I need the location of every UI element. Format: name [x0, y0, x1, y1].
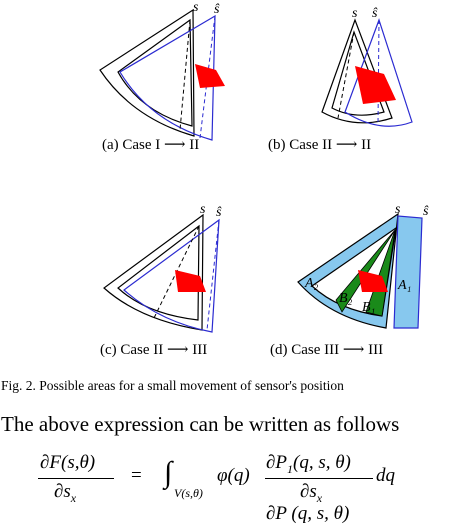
eq-dq: dq	[376, 465, 395, 486]
sensor-label-a-s: s	[193, 0, 199, 15]
eq-phi: φ(q)	[217, 465, 250, 486]
sensor-label-a-shat: ŝ	[214, 2, 220, 17]
figure-caption: Fig. 2. Possible areas for a small movem…	[1, 378, 344, 393]
subfigure-c-graphic	[103, 213, 220, 333]
region-label-b1: B₁	[362, 300, 375, 315]
eq-lhs-fraction-bar	[38, 478, 114, 479]
eq-lhs-denominator: ∂s	[54, 481, 71, 502]
region-label-a2: A₂	[304, 276, 319, 291]
eq-rhs-numerator-sub: 1	[287, 461, 293, 476]
subfigure-b-caption: (b) Case II ⟶ II	[268, 137, 372, 153]
subfigure-b-graphic	[321, 18, 413, 127]
subfigure-a-caption: (a) Case I ⟶ II	[102, 137, 200, 153]
eq-lhs-numerator: ∂F(s,θ)	[40, 452, 96, 473]
eq-next-line: ∂P (q, s, θ)	[266, 503, 350, 524]
subfigure-a-graphic	[99, 8, 225, 141]
eq-integral: ∫	[164, 456, 173, 489]
region-label-b2: B₂	[339, 291, 353, 306]
eq-integral-domain: V(s,θ)	[174, 486, 203, 500]
sensor-label-b-shat: ŝ	[372, 6, 378, 21]
subfigure-d-graphic	[297, 212, 423, 329]
eq-rhs-numerator: ∂P	[266, 452, 287, 473]
eq-equals: =	[131, 465, 142, 486]
sensor-label-b-s: s	[352, 6, 358, 21]
region-label-a1: A₁	[397, 278, 411, 293]
subfigure-d-caption: (d) Case III ⟶ III	[270, 342, 384, 358]
body-paragraph: The above expression can be written as f…	[1, 412, 400, 436]
eq-lhs-denominator-sub: x	[70, 490, 77, 505]
eq-rhs-denominator-sub: x	[316, 490, 323, 505]
sensor-label-d-shat: ŝ	[423, 204, 429, 219]
figure-graphic: s ŝ s ŝ s ŝ s ŝ A₂ B₂ B₁ A₁	[99, 0, 429, 333]
subfigure-c-caption: (c) Case II ⟶ III	[100, 342, 208, 358]
sensor-label-c-s: s	[200, 202, 206, 217]
sensor-label-d-s: s	[395, 202, 401, 217]
eq-rhs-denominator: ∂s	[300, 481, 317, 502]
sensor-label-c-shat: ŝ	[216, 205, 222, 220]
eq-rhs-numerator-args: (q, s, θ)	[293, 452, 351, 473]
eq-rhs-fraction-bar	[265, 478, 373, 479]
